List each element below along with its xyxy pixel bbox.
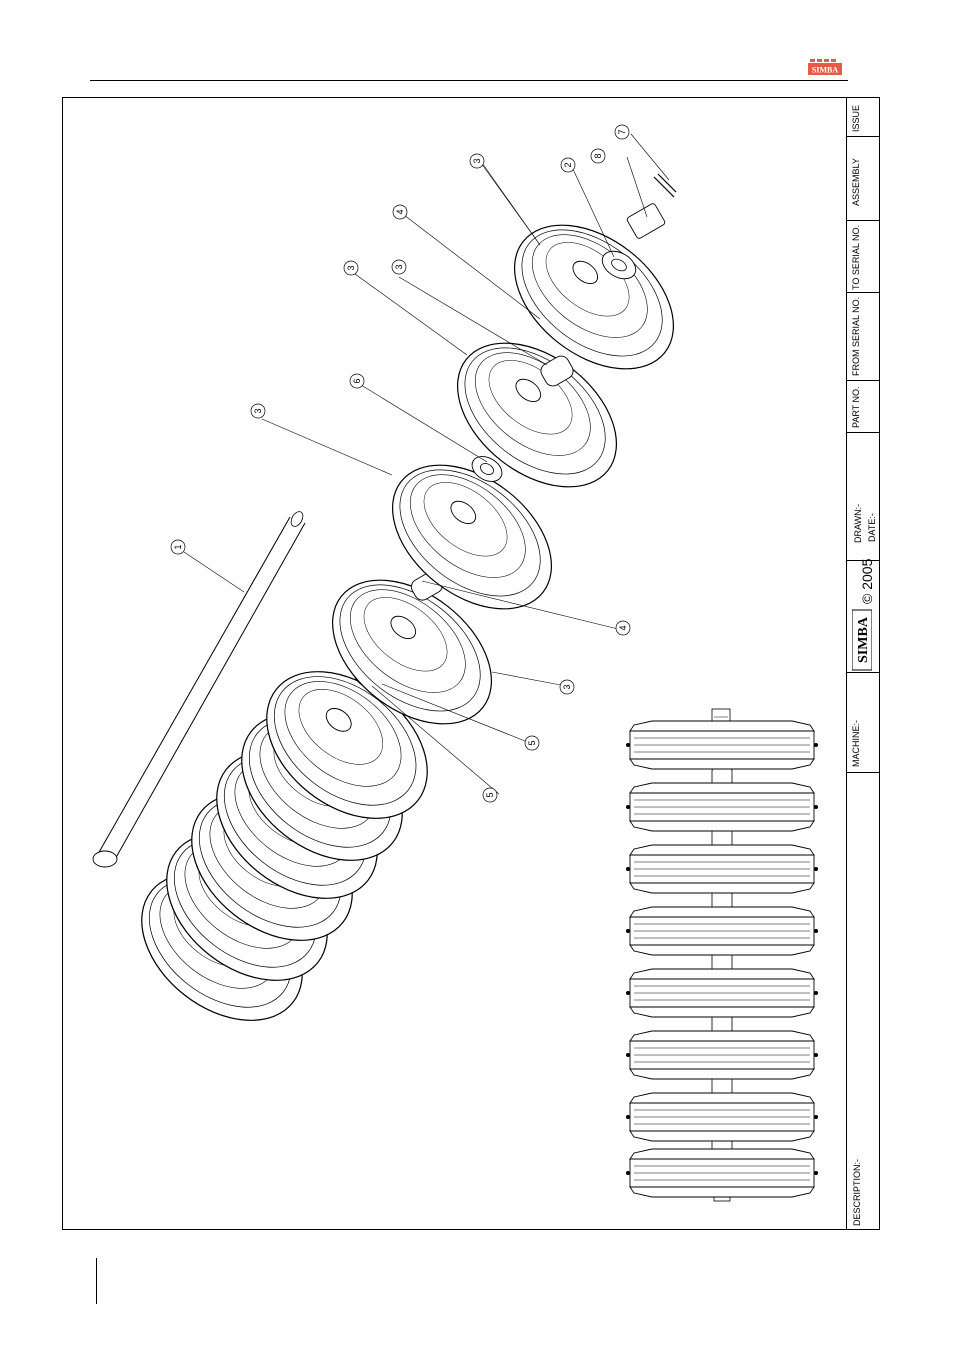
simba-logo: SIMBA: [808, 58, 842, 78]
to-serial-no-label: TO SERIAL NO.: [851, 225, 861, 290]
title-block-simba-logo: SIMBA: [852, 608, 872, 672]
callout-8: 8: [593, 153, 603, 158]
title-block-logo-text: SIMBA: [856, 616, 871, 663]
part-no-label: PART NO.: [851, 386, 861, 428]
side-elevation-view: [626, 709, 818, 1201]
callout-3e: 3: [394, 264, 404, 269]
callout-5b: 5: [485, 792, 495, 797]
margin-rule: [96, 1258, 97, 1304]
exploded-assembly-drawing: 1 2 3 3 3 3 3 4 4 5 5 6 7 8: [62, 97, 846, 1230]
logo-text: SIMBA: [812, 66, 838, 75]
callout-3d: 3: [562, 684, 572, 689]
date-label: DATE:-: [867, 513, 877, 542]
callout-3c: 3: [253, 408, 263, 413]
machine-label: MACHINE:-: [851, 720, 861, 767]
callout-5a: 5: [527, 740, 537, 745]
callout-7: 7: [617, 129, 627, 134]
issue-label: ISSUE: [851, 105, 861, 132]
callout-3a: 3: [472, 158, 482, 163]
callout-6: 6: [352, 378, 362, 383]
callout-2: 2: [563, 162, 573, 167]
callout-4b: 4: [618, 625, 628, 630]
title-block-divider: [846, 97, 847, 1230]
header-rule: [90, 80, 848, 81]
description-label: DESCRIPTION:-: [852, 1159, 862, 1226]
callout-4a: 4: [395, 209, 405, 214]
copyright-text: © 2005: [859, 559, 875, 604]
callout-1: 1: [173, 544, 183, 549]
assembly-label: ASSEMBLY: [851, 158, 861, 206]
callout-3b: 3: [346, 265, 356, 270]
exploded-parts: [305, 174, 700, 753]
drawn-label: DRAWN:-: [853, 504, 863, 543]
from-serial-no-label: FROM SERIAL NO.: [851, 297, 861, 376]
